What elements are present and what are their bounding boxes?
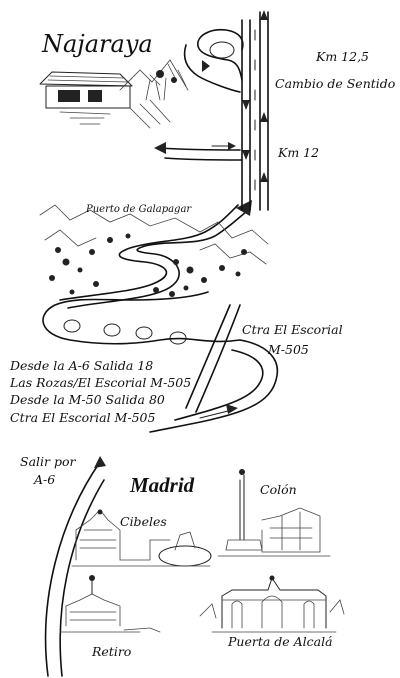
- main-route-path: [42, 200, 279, 677]
- highway-a6-top: [154, 10, 269, 211]
- direction-line-1: Desde la A-6 Salida 18: [9, 358, 153, 373]
- road-code-label: M-505: [267, 342, 309, 357]
- start-label-line-2: A-6: [33, 472, 55, 487]
- road-name-label: Ctra El Escorial: [242, 322, 343, 337]
- colon-illustration: [217, 469, 331, 557]
- puerta-alcala-illustration: [199, 575, 345, 633]
- city-label: Madrid: [129, 473, 195, 497]
- cibeles-illustration: [71, 509, 212, 567]
- venue-title: Najaraya: [41, 30, 153, 58]
- landmark-puerta-alcala-label: Puerta de Alcalá: [227, 634, 333, 649]
- cambio-sentido-label: Cambio de Sentido: [275, 76, 395, 91]
- direction-line-3: Desde la M-50 Salida 80: [9, 392, 165, 407]
- najaraya-house-illustration: [39, 59, 189, 129]
- directions-block: Desde la A-6 Salida 18 Las Rozas/El Esco…: [9, 358, 191, 425]
- start-label-line-1: Salir por: [20, 454, 76, 469]
- direction-line-4: Ctra El Escorial M-505: [10, 410, 155, 425]
- direction-line-2: Las Rozas/El Escorial M-505: [9, 375, 191, 390]
- landmark-cibeles-label: Cibeles: [120, 514, 167, 529]
- landmark-colon-label: Colón: [260, 482, 297, 497]
- km-12-label: Km 12: [277, 145, 319, 160]
- km-12-5-label: Km 12,5: [315, 49, 369, 64]
- landmark-retiro-label: Retiro: [91, 644, 131, 659]
- retiro-illustration: [59, 575, 161, 633]
- galapagar-pass-illustration: [39, 204, 269, 297]
- pass-name-label: Puerto de Galapagar: [85, 204, 192, 215]
